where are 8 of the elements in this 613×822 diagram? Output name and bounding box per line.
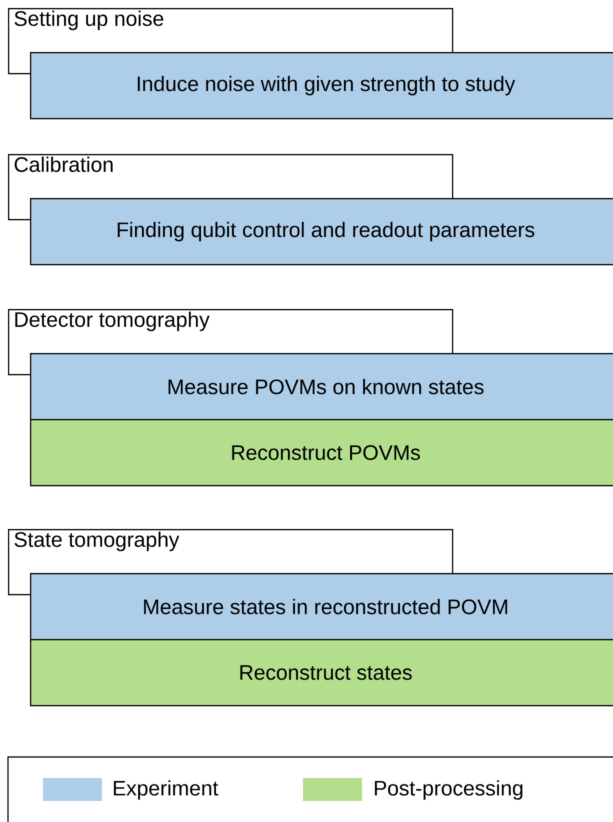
post-processing-box: Reconstruct POVMs xyxy=(30,419,613,486)
experiment-box: Induce noise with given strength to study xyxy=(30,52,613,120)
legend-label: Experiment xyxy=(114,780,218,800)
experiment-box: Measure POVMs on known states xyxy=(30,353,613,420)
experiment-box: Measure states in reconstructed POVM xyxy=(30,573,613,640)
experiment-box: Finding qubit control and readout parameters xyxy=(30,198,613,266)
post-processing-box: Reconstruct states xyxy=(30,639,613,706)
legend-label: Post-processing xyxy=(374,780,522,800)
